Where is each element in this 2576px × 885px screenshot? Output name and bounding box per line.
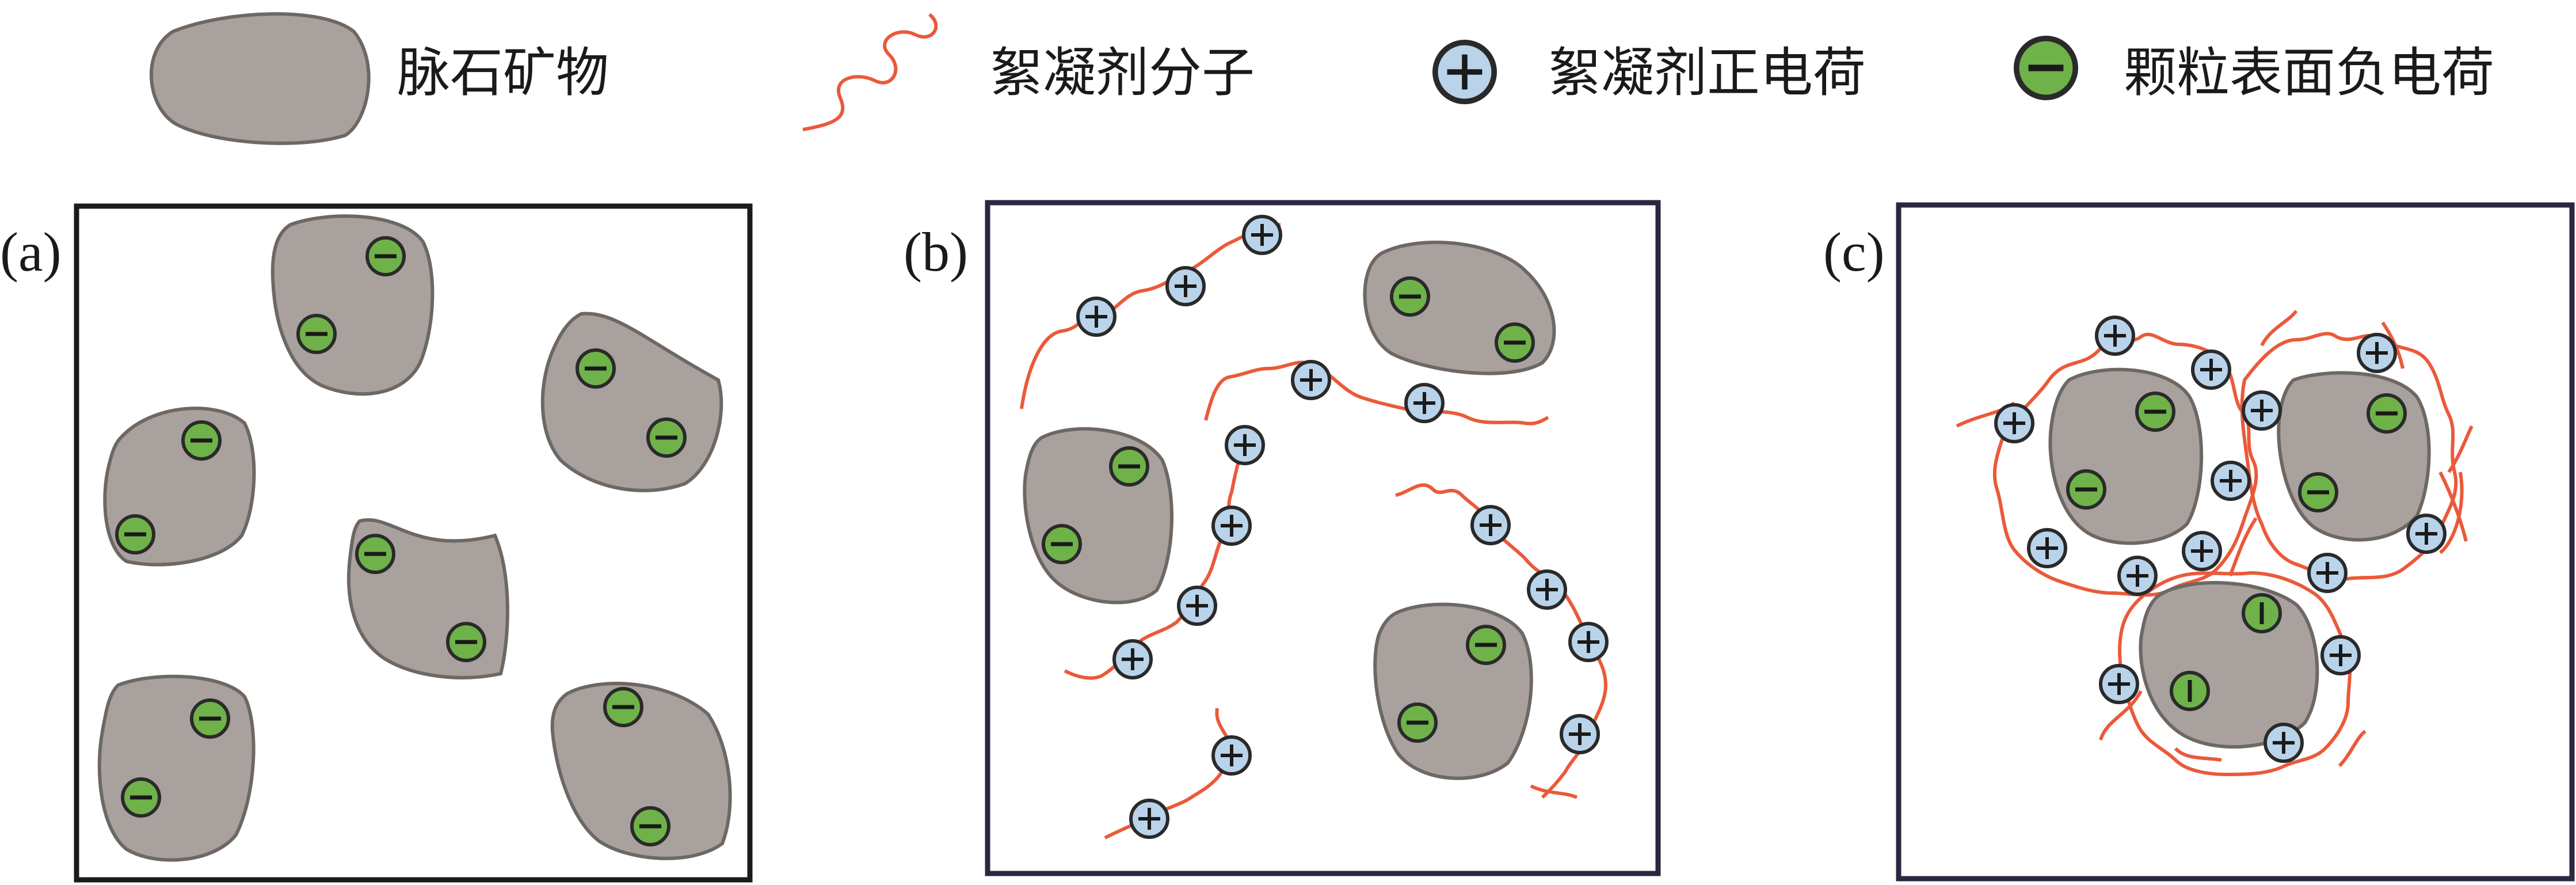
negative-charge (448, 624, 485, 660)
positive-charge (2243, 392, 2280, 429)
negative-charge (2068, 471, 2105, 508)
panel-a: (a) (0, 203, 753, 883)
negative-charge (1111, 448, 1148, 485)
positive-charge (2119, 557, 2156, 594)
flocculant-molecule-icon (802, 13, 938, 131)
legend-item-gangue: 脉石矿物 (149, 12, 609, 145)
negative-charge (192, 700, 228, 737)
positive-charge (1529, 571, 1565, 608)
negative-charge (2243, 595, 2280, 632)
gangue-particle (2139, 581, 2319, 749)
gangue-particle (1373, 602, 1533, 780)
positive-charge (2358, 335, 2395, 371)
negative-charge (357, 535, 394, 572)
panel-a-frame (74, 203, 753, 883)
negative-charge (183, 422, 220, 459)
gangue-particle (550, 682, 732, 860)
legend-label-gangue: 脉石矿物 (397, 42, 609, 104)
negative-charge (1392, 278, 1428, 315)
negative-charge (577, 350, 614, 387)
panel-b: (b) (904, 200, 1661, 876)
negative-charge (605, 689, 642, 726)
legend: 脉石矿物 絮凝剂分子 絮凝剂正电荷 颗粒表面负电荷 (149, 12, 2494, 145)
positive-charge (1114, 641, 1151, 678)
negative-charge (648, 419, 685, 456)
gangue-particle (2277, 371, 2431, 542)
positive-charge (2193, 351, 2230, 388)
legend-item-negative: 颗粒表面负电荷 (2017, 39, 2494, 104)
positive-charge (1213, 507, 1250, 544)
positive-charge (1167, 268, 1204, 305)
negative-charge (117, 516, 154, 553)
positive-charge (2029, 530, 2066, 567)
legend-item-positive: 絮凝剂正电荷 (1435, 42, 1866, 104)
positive-charge (1213, 737, 1250, 774)
positive-charge (2408, 515, 2445, 552)
gangue-particle (103, 407, 256, 567)
negative-charge (298, 316, 335, 352)
positive-charge (1996, 405, 2033, 442)
negative-charge (2137, 393, 2174, 430)
positive-charge (1472, 507, 1509, 544)
negative-charge (1399, 704, 1436, 741)
legend-label-positive: 絮凝剂正电荷 (1548, 42, 1866, 104)
positive-charge (2097, 317, 2133, 354)
panel-label-c: (c) (1823, 221, 1885, 283)
positive-charge (2265, 724, 2302, 761)
negative-charge-icon (2017, 39, 2075, 97)
positive-charge (1561, 716, 1598, 753)
legend-label-negative: 颗粒表面负电荷 (2124, 42, 2494, 104)
gangue-particle-icon (149, 12, 371, 145)
panel-b-frame (985, 200, 1661, 876)
positive-charge (1244, 216, 1281, 253)
positive-charge (2183, 533, 2220, 569)
negative-charge (367, 238, 404, 275)
negative-charge (1043, 526, 1080, 563)
positive-charge (1570, 624, 1607, 660)
legend-item-molecule: 絮凝剂分子 (802, 13, 1255, 131)
negative-charge (2171, 673, 2208, 709)
gangue-particle (1363, 240, 1556, 375)
positive-charge (2212, 462, 2249, 499)
negative-charge (632, 808, 669, 845)
panel-c: (c) (1823, 202, 2575, 882)
gangue-particle (2048, 367, 2204, 545)
negative-charge (1468, 626, 1504, 663)
positive-charge (1179, 587, 1215, 624)
gangue-particle (97, 674, 256, 862)
legend-label-molecule: 絮凝剂分子 (990, 42, 1255, 104)
positive-charge (2309, 554, 2346, 591)
positive-charge (2101, 666, 2137, 702)
gangue-particle (1023, 427, 1174, 605)
panel-c-frame (1896, 202, 2575, 882)
positive-charge (2322, 637, 2359, 674)
panel-label-a: (a) (0, 221, 62, 283)
negative-charge (123, 779, 159, 816)
gangue-particle (540, 312, 723, 492)
positive-charge (1226, 427, 1263, 464)
negative-charge (2300, 474, 2337, 511)
gangue-particle (347, 518, 509, 679)
positive-charge (1406, 385, 1443, 421)
positive-charge (1293, 362, 1329, 398)
positive-charge-icon (1435, 43, 1494, 101)
negative-charge (2368, 395, 2405, 432)
panel-label-b: (b) (904, 221, 968, 283)
positive-charge (1078, 298, 1115, 335)
gangue-particle (270, 214, 435, 396)
positive-charge (1131, 800, 1168, 837)
negative-charge (1496, 324, 1533, 361)
